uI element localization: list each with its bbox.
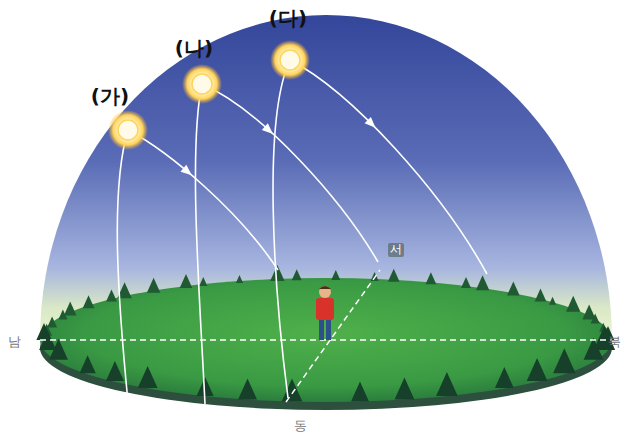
sun-path [273,60,487,398]
tree [584,338,604,360]
direction-label: 서 [388,243,404,256]
tree [476,275,490,290]
observer-leg [319,318,324,340]
tree [106,289,117,301]
sun [108,110,148,150]
tree-group [36,265,615,402]
observer-figure [316,286,334,340]
direction-label: 남 [8,335,21,349]
tree [292,269,302,280]
tree [331,270,340,280]
observer-shirt [316,298,334,320]
path-arrowhead [181,165,195,179]
path-arrowhead [262,123,276,137]
tree [238,379,257,400]
path-arrowhead [365,117,379,131]
tree [495,367,514,388]
tree [47,317,57,328]
sun-label: (가) [91,85,129,107]
sun [270,40,310,80]
tree [36,323,51,340]
east-west-line [286,270,380,402]
observer-leg [326,318,331,340]
tree [138,366,158,388]
tree [106,361,124,381]
tree [461,277,471,288]
direction-label: 동 [294,419,307,433]
tree [282,379,303,402]
tree [395,378,415,400]
sun [118,120,138,140]
sun-path-group [117,60,487,404]
tree [553,348,576,373]
tree [351,382,369,402]
tree [507,281,520,295]
tree [236,275,243,283]
tree [549,297,556,305]
tree [83,295,95,308]
direction-label: 북 [608,335,621,349]
tree [425,272,436,284]
sun [192,74,212,94]
tree [147,278,161,293]
tree [436,372,458,396]
tree [527,358,548,381]
tree [64,302,77,316]
tree [80,355,96,373]
observer-head [319,286,331,298]
tree [270,265,284,281]
sun-path [195,84,378,404]
sun-label: (나) [175,37,213,59]
tree [566,296,580,312]
tree [180,274,193,288]
sun-label: (다) [269,7,307,29]
tree [388,269,400,282]
observer-hair [319,286,331,289]
tree [535,288,547,301]
tree [591,313,600,323]
tree [199,277,207,286]
sky-dome [40,15,612,340]
sun [280,50,300,70]
sun [182,64,222,104]
